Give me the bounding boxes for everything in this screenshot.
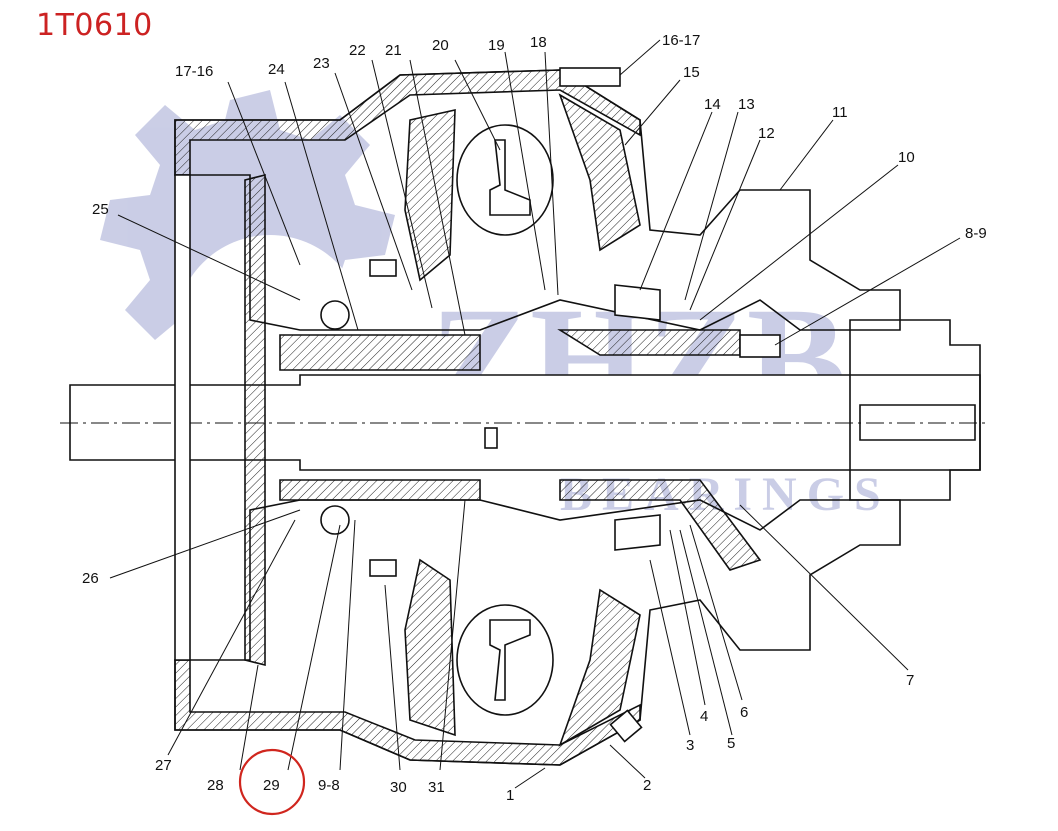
callout-11: 11	[832, 104, 848, 121]
stator-lower-hatch	[558, 588, 641, 747]
callout-20: 20	[432, 37, 449, 54]
callout-24: 24	[268, 61, 285, 78]
callout-16-17: 16-17	[662, 32, 700, 49]
callout-22: 22	[349, 42, 366, 59]
callout-27: 27	[155, 757, 172, 774]
callout-3: 3	[686, 737, 694, 754]
flange-plate	[244, 173, 266, 667]
roller-bearing-upper	[614, 284, 661, 321]
bolt-lower-right	[609, 709, 643, 743]
output-coupling	[849, 319, 981, 501]
callout-23: 23	[313, 55, 330, 72]
bolt-top	[559, 67, 621, 87]
turbine-upper-hatch	[404, 108, 456, 282]
bolt-upper-left	[369, 259, 397, 277]
callout-9-8: 9-8	[318, 777, 340, 794]
callouts: 17-16 24 23 22 21 20 19 18 16-17 15 14 1…	[82, 32, 987, 804]
callout-14: 14	[704, 96, 721, 113]
callout-12: 12	[758, 125, 775, 142]
shaft-end-stub	[859, 404, 976, 441]
leader-lines	[109, 39, 961, 789]
callout-31: 31	[428, 779, 445, 796]
hub-sleeve-upper	[279, 334, 481, 371]
callout-1: 1	[506, 787, 514, 804]
callout-17-16: 17-16	[175, 63, 213, 80]
callout-25: 25	[92, 201, 109, 218]
assembly-section	[60, 67, 990, 766]
torus-lower	[456, 604, 554, 716]
roller-bearing-lower	[614, 514, 661, 551]
callout-4: 4	[700, 708, 708, 725]
callout-6: 6	[740, 704, 748, 721]
oil-passage-lower	[559, 479, 762, 571]
callout-13: 13	[738, 96, 755, 113]
highlight-circle	[238, 748, 306, 816]
callout-5: 5	[727, 735, 735, 752]
ball-bearing-upper	[320, 300, 350, 330]
turbine-lower-hatch	[404, 558, 456, 737]
torus-upper	[456, 124, 554, 236]
bolt-lower-left	[369, 559, 397, 577]
bolt-right	[739, 334, 781, 358]
stator-upper-hatch	[558, 93, 641, 252]
callout-30: 30	[390, 779, 407, 796]
callout-2: 2	[643, 777, 651, 794]
hub-sleeve-lower	[279, 479, 481, 501]
callout-21: 21	[385, 42, 402, 59]
callout-7: 7	[906, 672, 914, 689]
callout-19: 19	[488, 37, 505, 54]
callout-18: 18	[530, 34, 547, 51]
torus-lower-blade	[489, 619, 531, 701]
part-number-title: 1T0610	[36, 8, 153, 43]
ball-bearing-lower	[320, 505, 350, 535]
torus-upper-blade	[489, 139, 531, 216]
callout-28: 28	[207, 777, 224, 794]
callout-10: 10	[898, 149, 915, 166]
callout-8-9: 8-9	[965, 225, 987, 242]
callout-15: 15	[683, 64, 700, 81]
nut-center	[484, 427, 498, 449]
callout-29: 29	[263, 777, 280, 794]
callout-26: 26	[82, 570, 99, 587]
front-cover	[174, 174, 191, 661]
